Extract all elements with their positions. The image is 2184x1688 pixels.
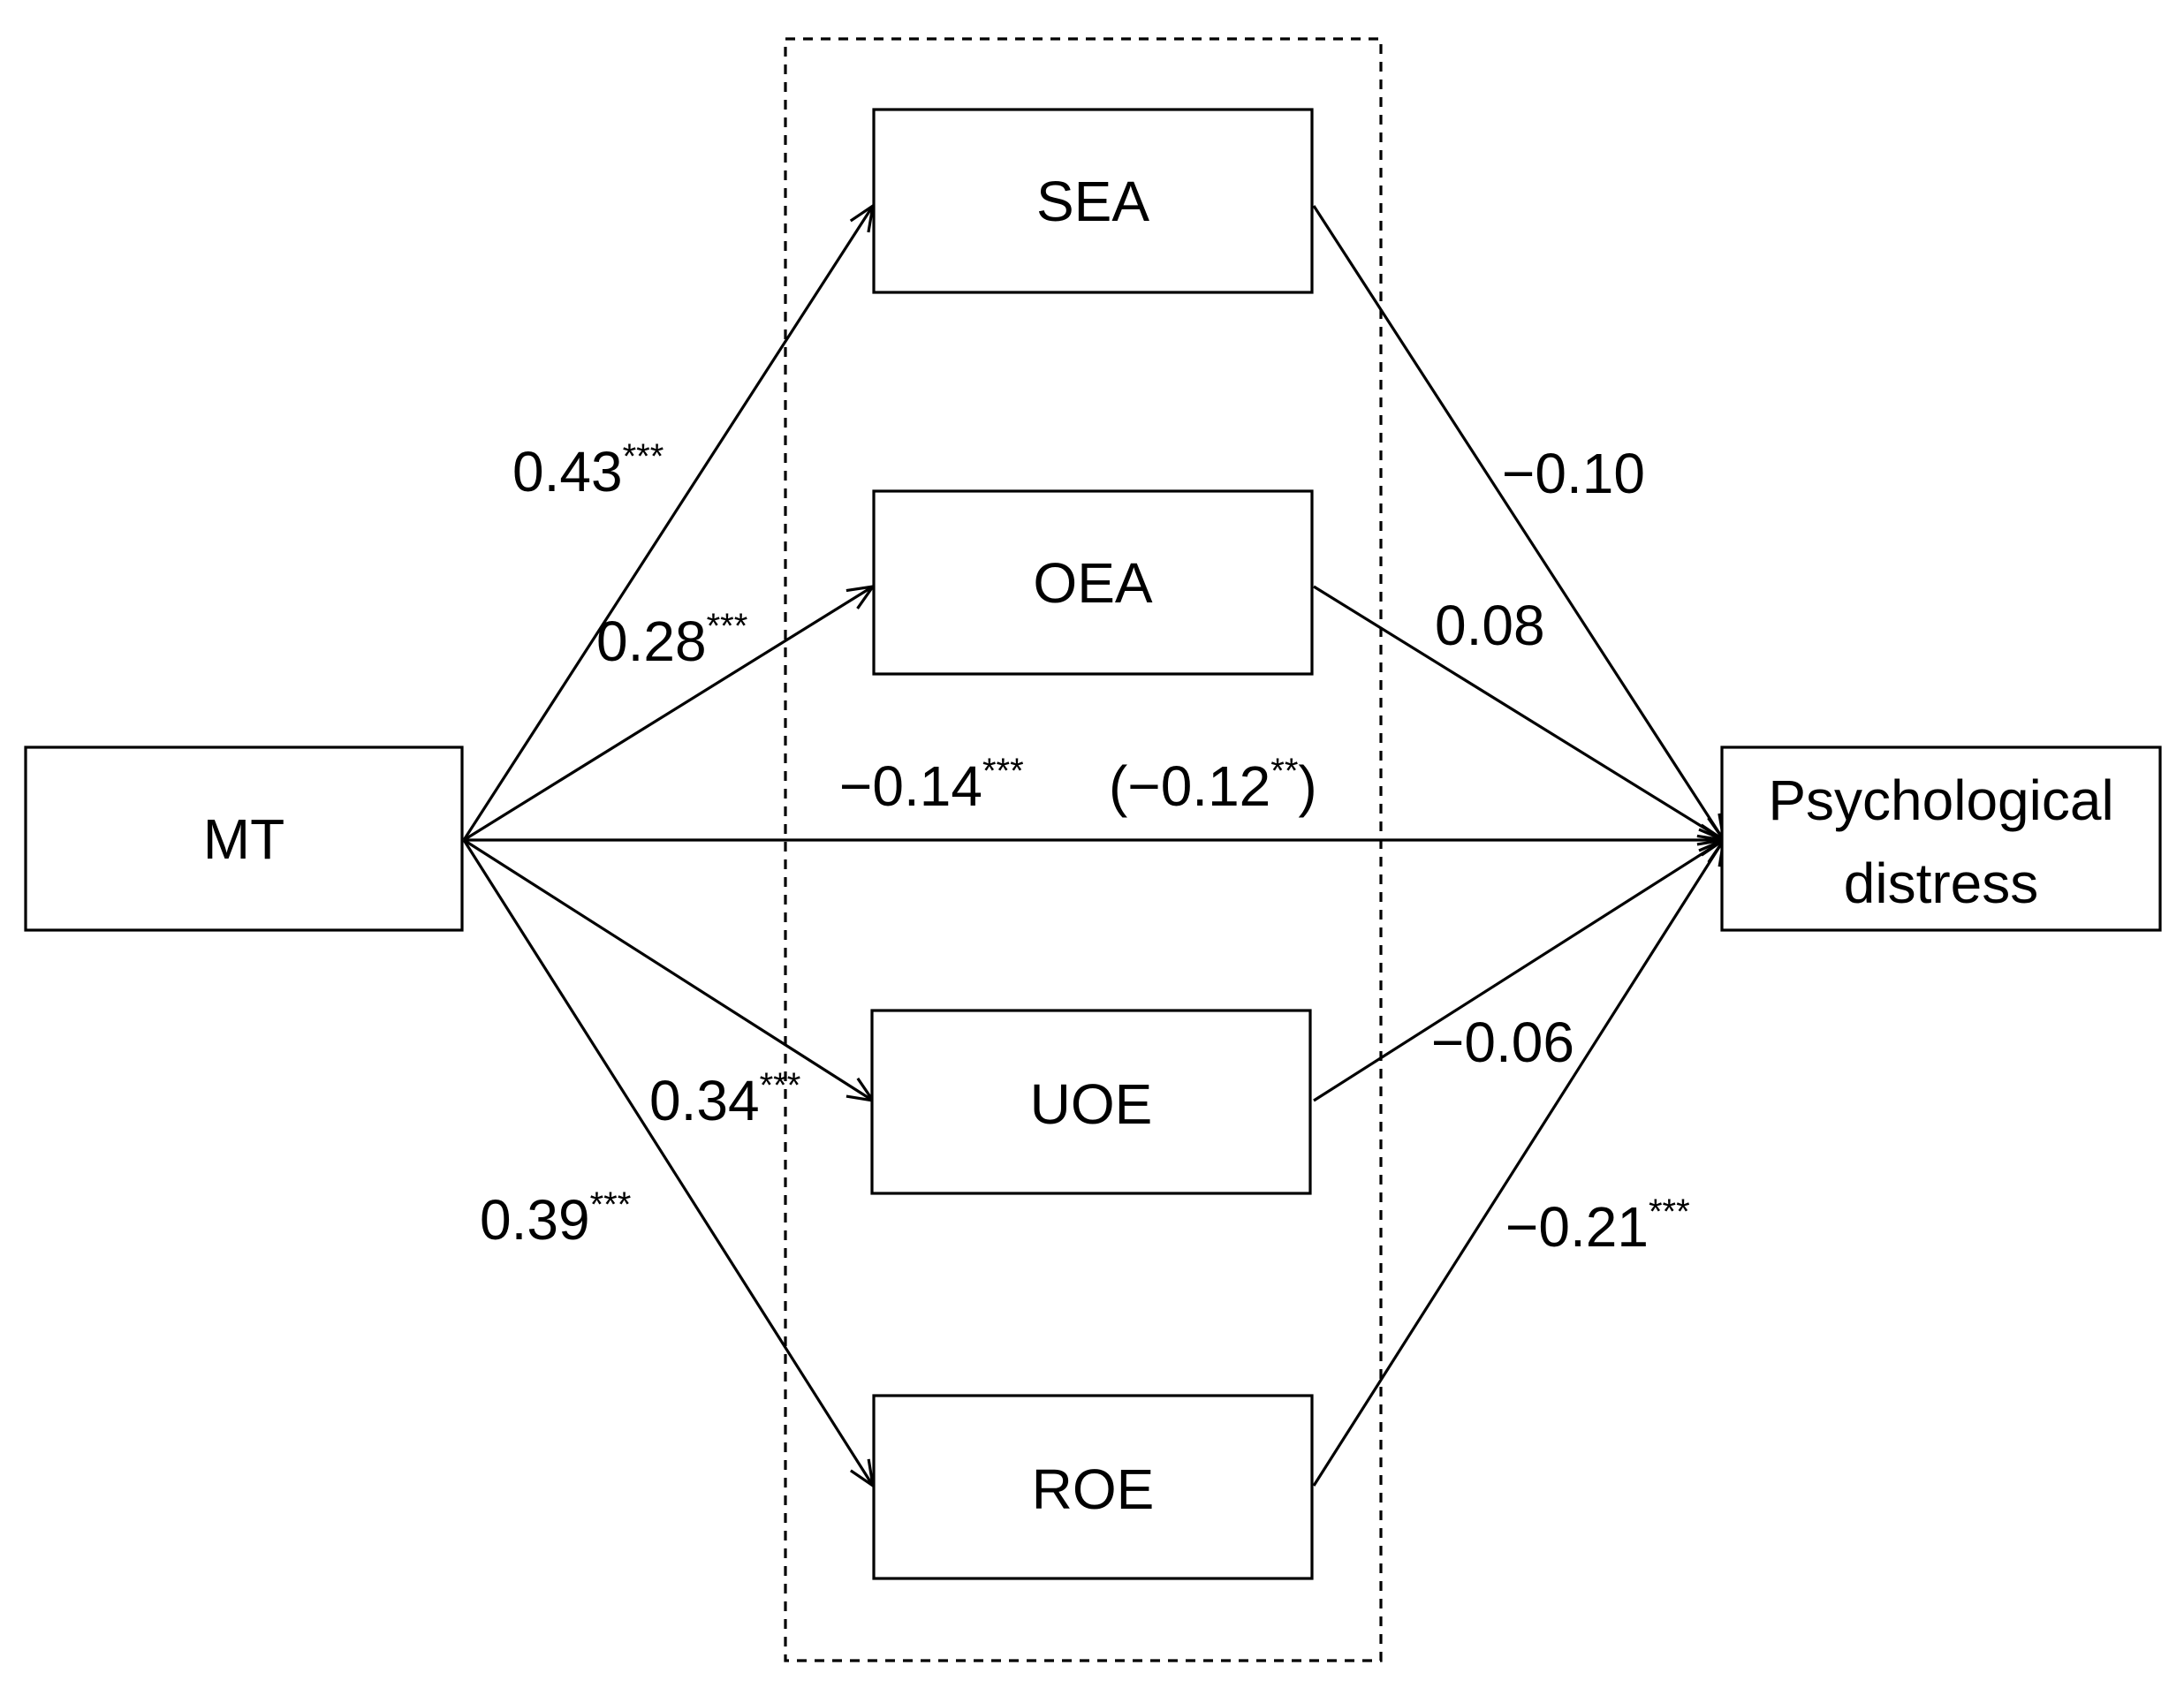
- coef-mt-uoe: 0.34***: [649, 1066, 800, 1132]
- edge-mt-sea: [462, 202, 876, 841]
- node-roe-label: ROE: [1032, 1457, 1155, 1521]
- coef-mt-sea: 0.43***: [512, 437, 664, 503]
- coef-total-effect: (−0.12**): [1109, 752, 1317, 818]
- edge-mt-roe: [462, 839, 876, 1489]
- node-oea-label: OEA: [1033, 551, 1152, 615]
- mediators-group-box: [784, 37, 1383, 1662]
- edge-sea-pd: [1312, 205, 1726, 844]
- node-mt-label: MT: [203, 807, 284, 871]
- edge-roe-pd: [1312, 836, 1726, 1487]
- node-sea-label: SEA: [1036, 170, 1149, 233]
- node-pd-label-line1: Psychological: [1768, 768, 2113, 832]
- node-sea: SEA: [872, 108, 1314, 294]
- node-mt: MT: [24, 746, 464, 932]
- edge-uoe-pd: [1313, 837, 1727, 1102]
- node-oea: OEA: [872, 489, 1314, 676]
- coef-roe-pd: −0.21***: [1505, 1192, 1690, 1259]
- node-psychological-distress: Psychological distress: [1720, 746, 2162, 932]
- edge-oea-pd: [1313, 585, 1727, 843]
- coef-mt-oea: 0.28***: [596, 607, 747, 673]
- coef-uoe-pd: −0.06: [1431, 1011, 1574, 1074]
- coef-direct-effect: −0.14***: [839, 752, 1024, 818]
- edge-mt-uoe: [463, 838, 876, 1103]
- node-uoe-label: UOE: [1030, 1072, 1153, 1136]
- coef-oea-pd: 0.08: [1435, 594, 1545, 657]
- edge-mt-oea: [463, 584, 876, 842]
- coef-mt-roe: 0.39***: [480, 1185, 631, 1252]
- node-roe: ROE: [872, 1394, 1314, 1580]
- coef-sea-pd: −0.10: [1502, 442, 1645, 505]
- node-uoe: UOE: [870, 1009, 1312, 1195]
- node-pd-label-line2: distress: [1844, 852, 2039, 915]
